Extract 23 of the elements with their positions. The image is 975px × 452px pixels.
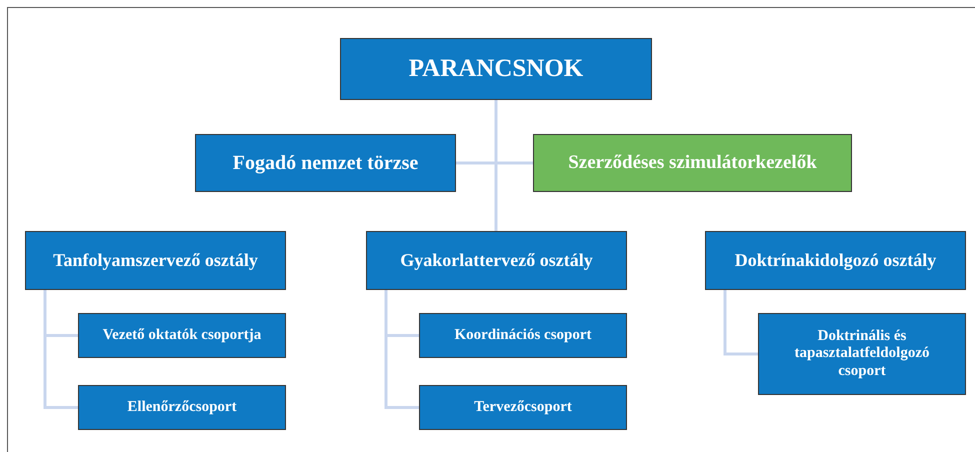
unit-name: Fogadó nemzet törzse: [232, 152, 418, 174]
unit-box: [25, 231, 286, 290]
unit-box: [78, 385, 286, 430]
unit-box: [419, 313, 627, 358]
unit-name: Tervezőcsoport: [474, 398, 572, 416]
connector-line: [724, 290, 758, 356]
unit-box: [195, 134, 456, 192]
commander-box: [340, 38, 652, 100]
unit-box: [533, 134, 852, 192]
unit-name: Tanfolyamszervező osztály: [53, 250, 258, 271]
unit-name: Gyakorlattervező osztály: [400, 250, 593, 271]
unit-name: Doktrínakidolgozó osztály: [734, 250, 936, 271]
unit-name: Doktrinális és tapasztalatfeldolgozó csoport: [794, 328, 930, 380]
unit-box: [419, 385, 627, 430]
unit-name: PARANCSNOK: [408, 54, 584, 84]
unit-box: [78, 313, 286, 358]
unit-name: Ellenőrzőcsoport: [127, 398, 237, 416]
unit-box: [366, 231, 627, 290]
unit-box: [705, 231, 966, 290]
unit-name: Szerződéses szimulátorkezelők: [568, 152, 817, 174]
unit-name: Koordinációs csoport: [454, 326, 592, 344]
unit-name: Vezető oktatók csoportja: [102, 326, 262, 344]
unit-box: [758, 313, 966, 395]
